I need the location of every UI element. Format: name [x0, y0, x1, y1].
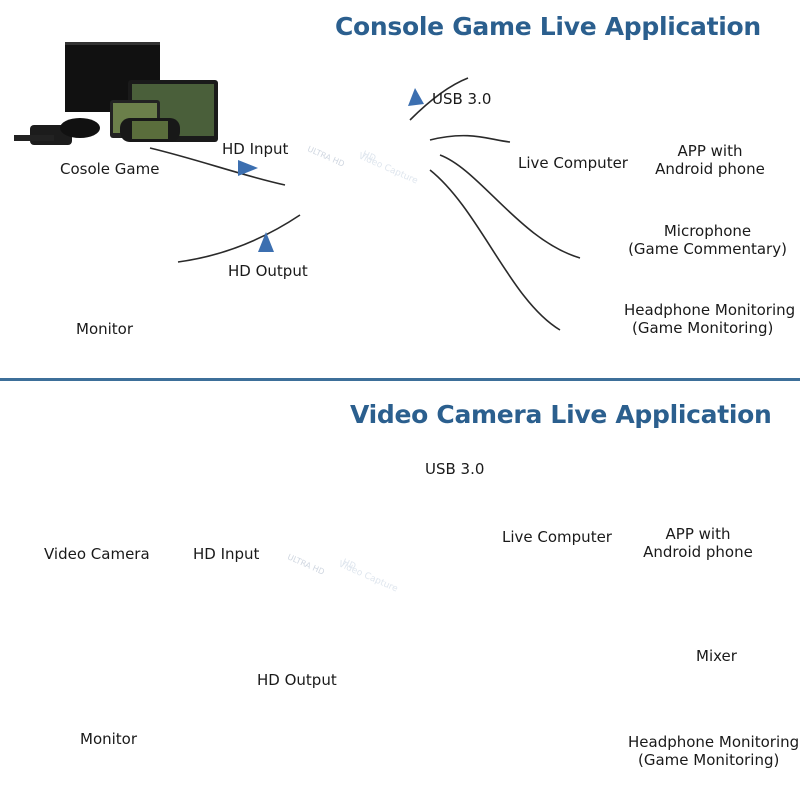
label-app-1: APP with — [665, 525, 731, 543]
section-title-camera: Video Camera Live Application — [350, 400, 772, 429]
label-video-camera: Video Camera — [44, 545, 150, 563]
laptop-cable — [429, 134, 511, 143]
label-headphone-2: (Game Monitoring) — [638, 751, 780, 769]
top-cables — [149, 77, 581, 331]
label-live-computer: Live Computer — [502, 528, 612, 546]
label-app-2: Android phone — [643, 543, 753, 561]
label-usb: USB 3.0 — [432, 90, 492, 108]
section-title-console: Console Game Live Application — [335, 12, 761, 41]
label-hd-output: HD Output — [228, 262, 308, 280]
label-mixer: Mixer — [696, 647, 737, 665]
arrow-icon — [258, 232, 274, 252]
label-mic-2: (Game Commentary) — [628, 240, 787, 258]
label-headphone-2: (Game Monitoring) — [632, 319, 774, 337]
label-app-2: Android phone — [655, 160, 765, 178]
top-arrows — [238, 88, 424, 252]
label-app-1: APP with — [677, 142, 743, 160]
headphone-cable — [429, 169, 561, 331]
label-hd-input: HD Input — [193, 545, 260, 563]
usb-cable — [409, 77, 469, 121]
hd-output-cable — [177, 214, 301, 263]
label-mic-1: Microphone — [663, 222, 752, 240]
label-console-game: Cosole Game — [60, 160, 160, 178]
label-live-computer: Live Computer — [518, 154, 628, 172]
label-monitor: Monitor — [80, 730, 138, 748]
game-console-icon — [14, 42, 218, 145]
label-usb: USB 3.0 — [425, 460, 485, 478]
label-monitor: Monitor — [76, 320, 134, 338]
label-headphone-1: Headphone Monitoring — [624, 301, 796, 319]
mic-cable — [439, 154, 581, 259]
label-hd-input: HD Input — [222, 140, 289, 158]
label-hd-output: HD Output — [257, 671, 337, 689]
arrow-icon — [238, 160, 258, 176]
label-headphone-1: Headphone Monitoring — [628, 733, 800, 751]
hd-input-cable — [149, 147, 286, 186]
arrow-icon — [408, 88, 424, 106]
section-divider — [0, 378, 800, 381]
